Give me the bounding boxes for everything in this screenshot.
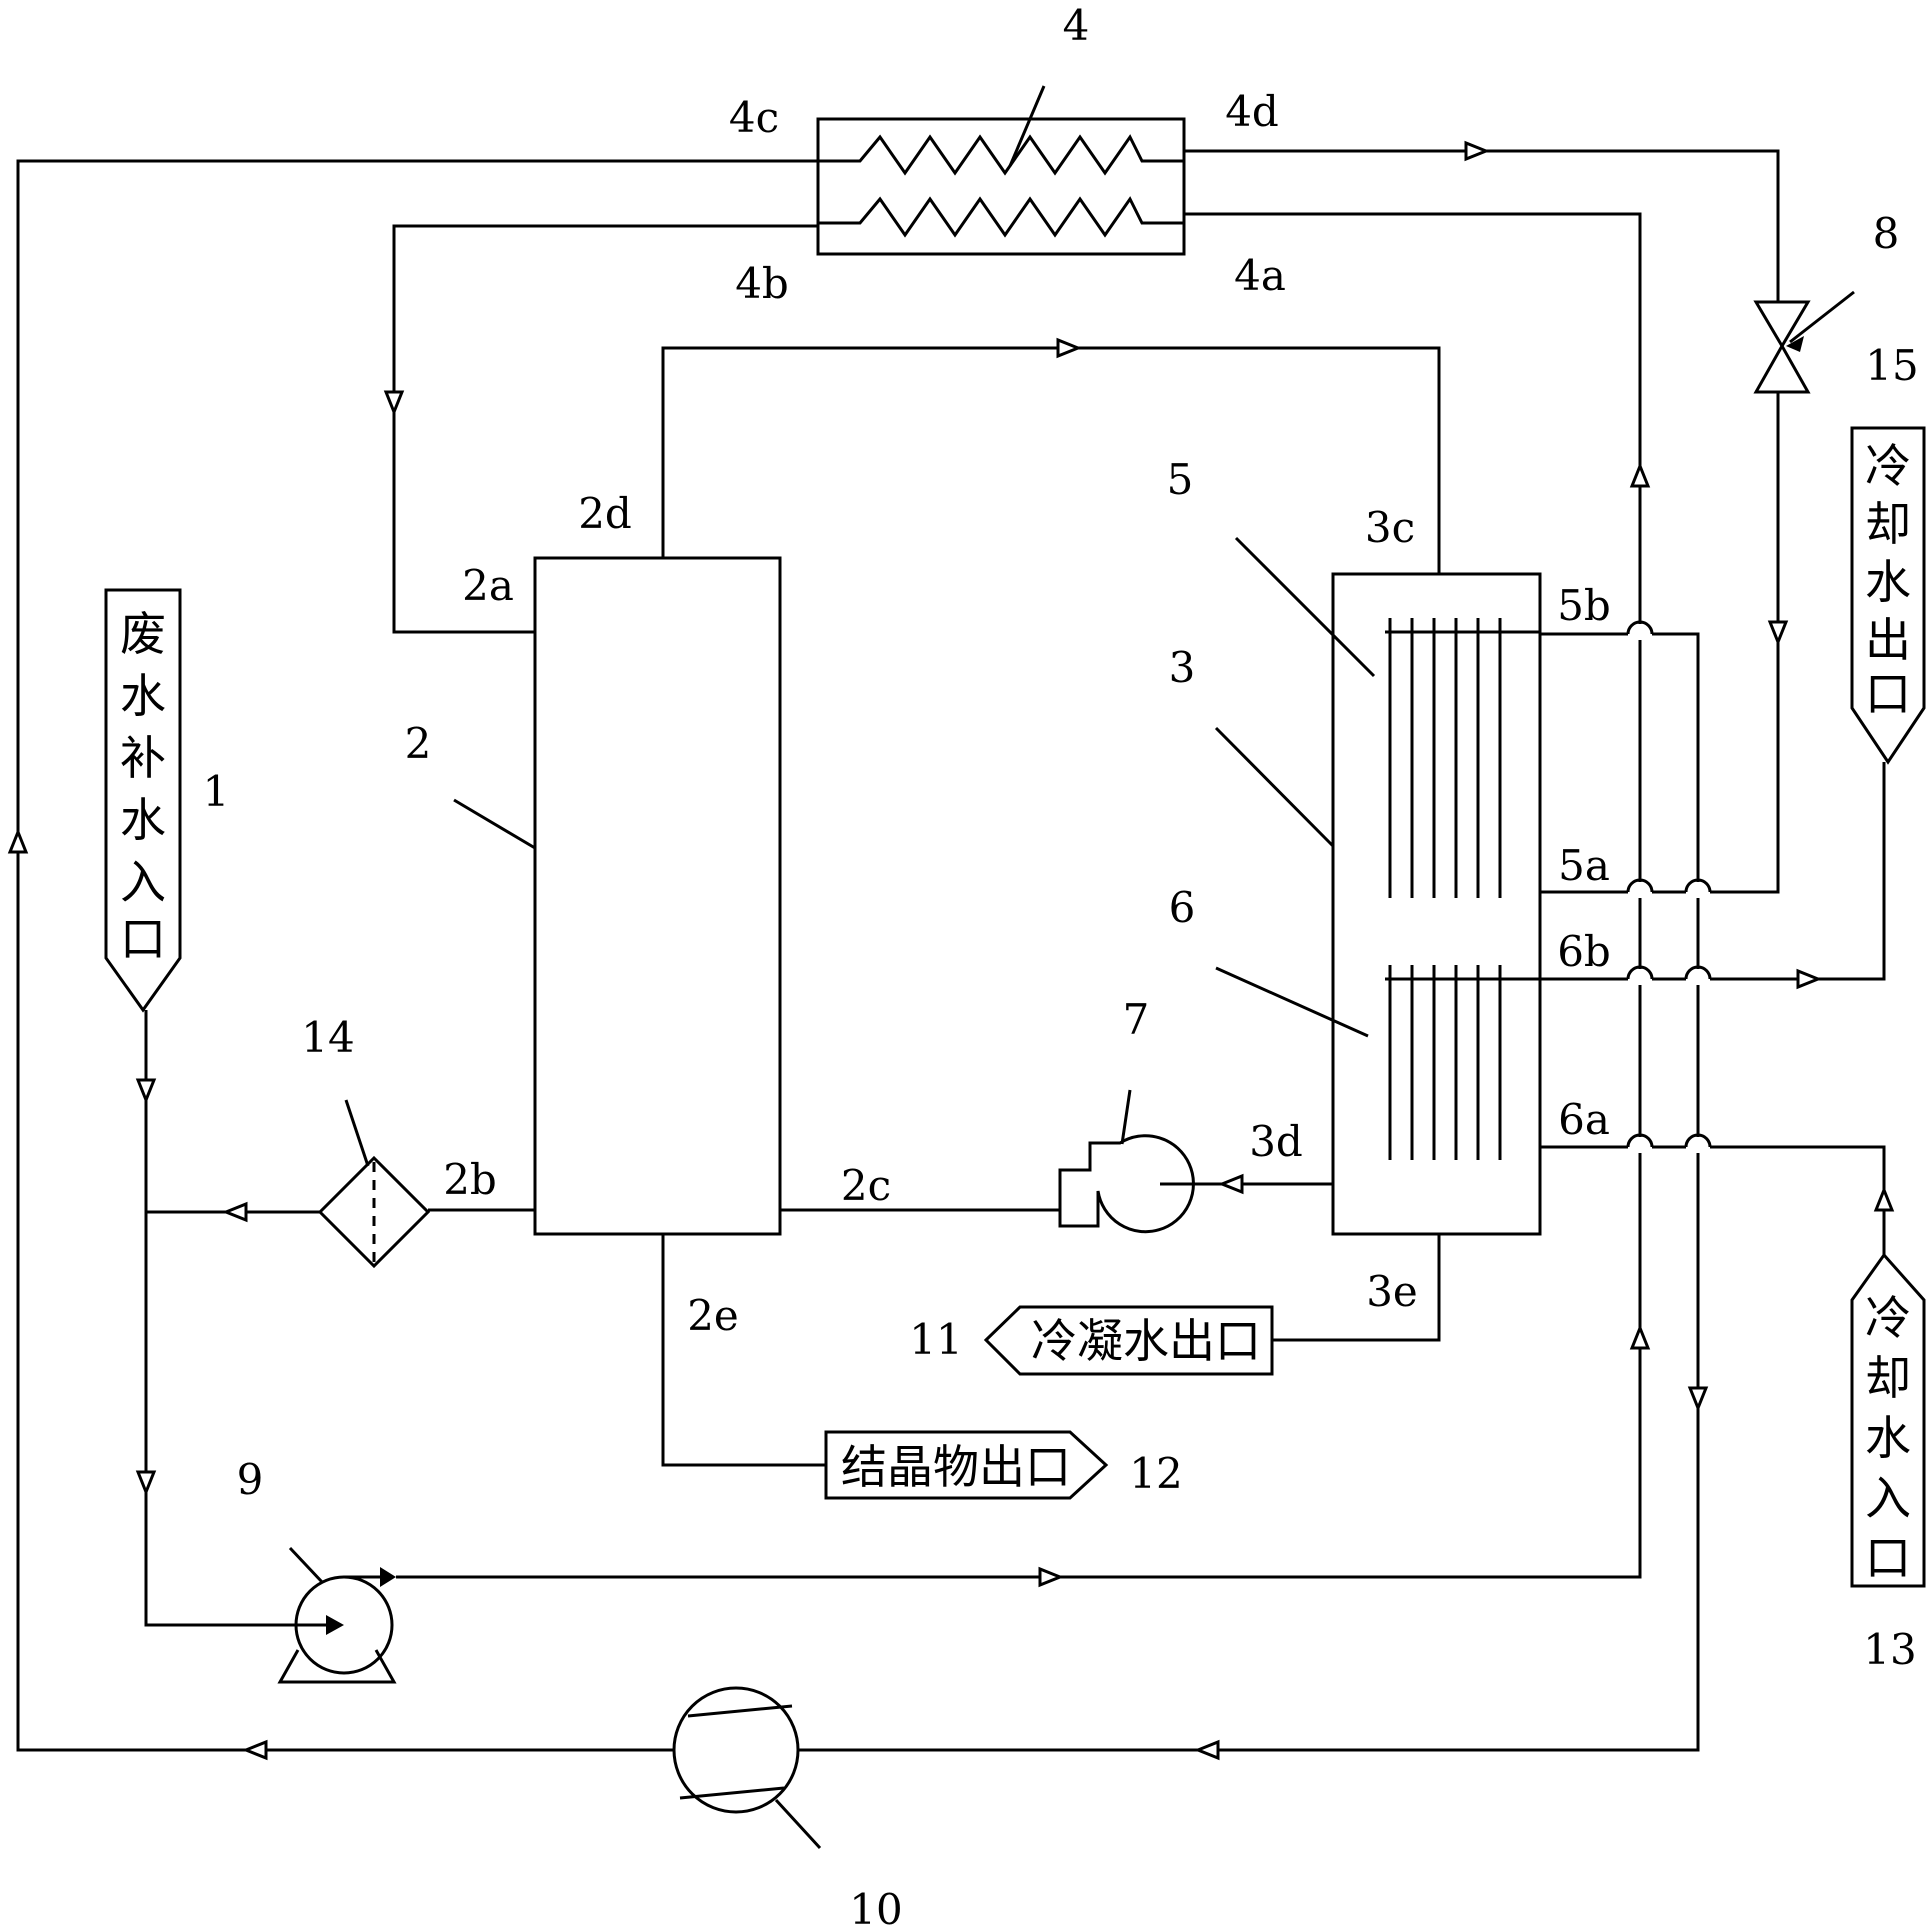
cooling-water-outlet-char-3: 水 (1865, 555, 1911, 609)
label-4c: 4c (729, 93, 779, 142)
label-5a: 5a (1558, 841, 1610, 890)
upper-coil (1385, 618, 1540, 898)
condensate-outlet-label: 冷凝水出口 (1031, 1314, 1261, 1368)
pipe-crossovers (1626, 620, 1712, 1153)
condensate-outlet-box: 冷凝水出口 (983, 1305, 1274, 1376)
label-5b: 5b (1557, 581, 1611, 630)
label-7: 7 (1123, 995, 1150, 1044)
label-3: 3 (1169, 643, 1196, 692)
piping (16, 149, 1886, 1752)
label-14: 14 (301, 1013, 354, 1062)
label-2d: 2d (578, 489, 632, 538)
label-5: 5 (1167, 455, 1194, 504)
cooling-water-inlet-char-4: 入 (1865, 1471, 1911, 1525)
label-6: 6 (1169, 883, 1196, 932)
wastewater-inlet-char-3: 补 (120, 731, 166, 785)
label-2e: 2e (687, 1291, 739, 1340)
label-4b: 4b (735, 259, 789, 308)
label-3c: 3c (1365, 503, 1415, 552)
label-2c: 2c (841, 1161, 891, 1210)
label-9: 9 (237, 1455, 264, 1504)
wastewater-inlet-char-6: 口 (120, 912, 166, 966)
cooling-water-inlet-char-5: 口 (1865, 1531, 1911, 1585)
label-3d: 3d (1249, 1117, 1303, 1166)
heat-exchanger (816, 117, 1186, 256)
label-13: 13 (1863, 1625, 1916, 1674)
expansion-valve (1753, 290, 1855, 394)
wastewater-inlet-char-1: 废 (120, 607, 166, 661)
wastewater-inlet-char-2: 水 (120, 669, 166, 723)
cooling-water-outlet-char-4: 出 (1865, 613, 1911, 667)
label-6b: 6b (1557, 927, 1611, 976)
wastewater-inlet-char-5: 入 (120, 855, 166, 909)
cooling-water-inlet-char-3: 水 (1865, 1411, 1911, 1465)
label-4a: 4a (1234, 251, 1286, 300)
condenser-casing (1331, 572, 1542, 1236)
cooling-water-outlet-char-2: 却 (1865, 497, 1911, 551)
label-2: 2 (405, 719, 432, 768)
crystal-outlet-box: 结晶物出口 (824, 1430, 1109, 1500)
label-11: 11 (909, 1315, 962, 1364)
circulation-pump (277, 1546, 397, 1684)
filter (317, 1099, 431, 1269)
label-15: 15 (1865, 341, 1918, 390)
cooling-water-inlet-char-2: 却 (1865, 1351, 1911, 1405)
cooling-water-inlet-box: 冷 却 水 入 口 (1850, 1252, 1926, 1588)
fan (1058, 1089, 1195, 1234)
cooling-water-outlet-char-5: 口 (1865, 667, 1911, 721)
compressor (672, 1686, 822, 1850)
crystal-outlet-label: 结晶物出口 (841, 1440, 1071, 1494)
flow-arrows (7, 140, 1895, 1761)
label-2b: 2b (443, 1155, 497, 1204)
wastewater-inlet-box: 废 水 补 水 入 口 (104, 588, 182, 1013)
cooling-water-inlet-char-1: 冷 (1865, 1291, 1911, 1345)
cooling-water-outlet-box: 冷 却 水 出 口 (1850, 426, 1926, 765)
label-2a: 2a (462, 561, 514, 610)
label-8: 8 (1873, 209, 1900, 258)
wastewater-inlet-char-4: 水 (120, 793, 166, 847)
lower-coil (1385, 965, 1540, 1160)
label-4: 4 (1063, 1, 1090, 50)
label-1: 1 (203, 767, 230, 816)
leader-lines (453, 85, 1376, 1038)
label-10: 10 (849, 1885, 902, 1932)
label-6a: 6a (1558, 1095, 1610, 1144)
crystallizer-vessel (533, 556, 782, 1236)
cooling-water-outlet-char-1: 冷 (1865, 439, 1911, 493)
label-3e: 3e (1366, 1267, 1418, 1316)
label-4d: 4d (1225, 87, 1279, 136)
label-12: 12 (1129, 1449, 1182, 1498)
